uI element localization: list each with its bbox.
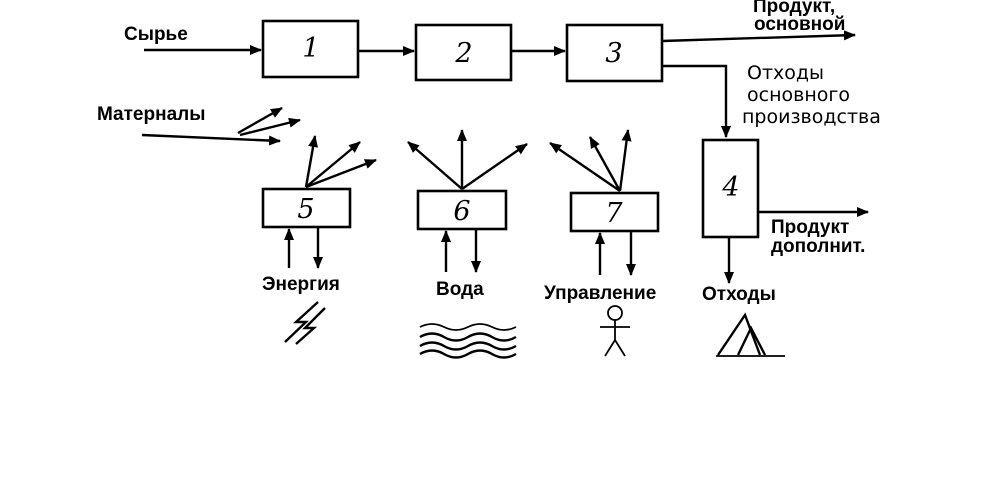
water-label: Вода (436, 279, 484, 300)
block-7-out-arrows (549, 129, 632, 192)
main-product-label-1: Продукт, (753, 0, 835, 17)
waves-icon (419, 323, 517, 359)
energy-label: Энергия (262, 274, 340, 295)
block-3-label: 3 (605, 38, 622, 69)
main-product-arrow (661, 30, 856, 43)
block-3 (565, 23, 664, 83)
raw-material-label: Сырье (124, 24, 188, 45)
extra-product-label-1: Продукт (771, 217, 849, 238)
block-7 (569, 191, 660, 233)
block-6 (416, 189, 508, 231)
block-4-label: 4 (721, 172, 739, 203)
main-waste-label-2: основного (747, 84, 850, 106)
extra-product-label-2: дополнит. (771, 236, 865, 257)
waste-pile-icon (716, 312, 785, 357)
person-icon (600, 305, 630, 357)
materials-arrows (141, 106, 301, 146)
block-5 (261, 187, 352, 229)
block-1-label: 1 (302, 33, 319, 64)
main-product-label-2: основной (754, 14, 845, 35)
block-5-label: 5 (297, 194, 314, 225)
block-2-label: 2 (454, 38, 472, 69)
block-4 (701, 138, 760, 239)
block-1 (261, 19, 360, 79)
lightning-icon (284, 301, 326, 345)
materials-label: Матерналы (97, 104, 205, 125)
block-5-out-arrows (304, 135, 377, 189)
main-waste-label-1: Отходы (747, 62, 824, 84)
block-6-out-arrows (407, 129, 528, 190)
block-7-label: 7 (605, 198, 623, 229)
main-waste-label-3: производства (742, 106, 881, 128)
waste-label: Отходы (702, 284, 776, 305)
block-6-label: 6 (453, 196, 470, 227)
block-2 (414, 23, 513, 82)
main-waste-arrow (662, 64, 731, 138)
control-label: Управление (544, 283, 656, 304)
